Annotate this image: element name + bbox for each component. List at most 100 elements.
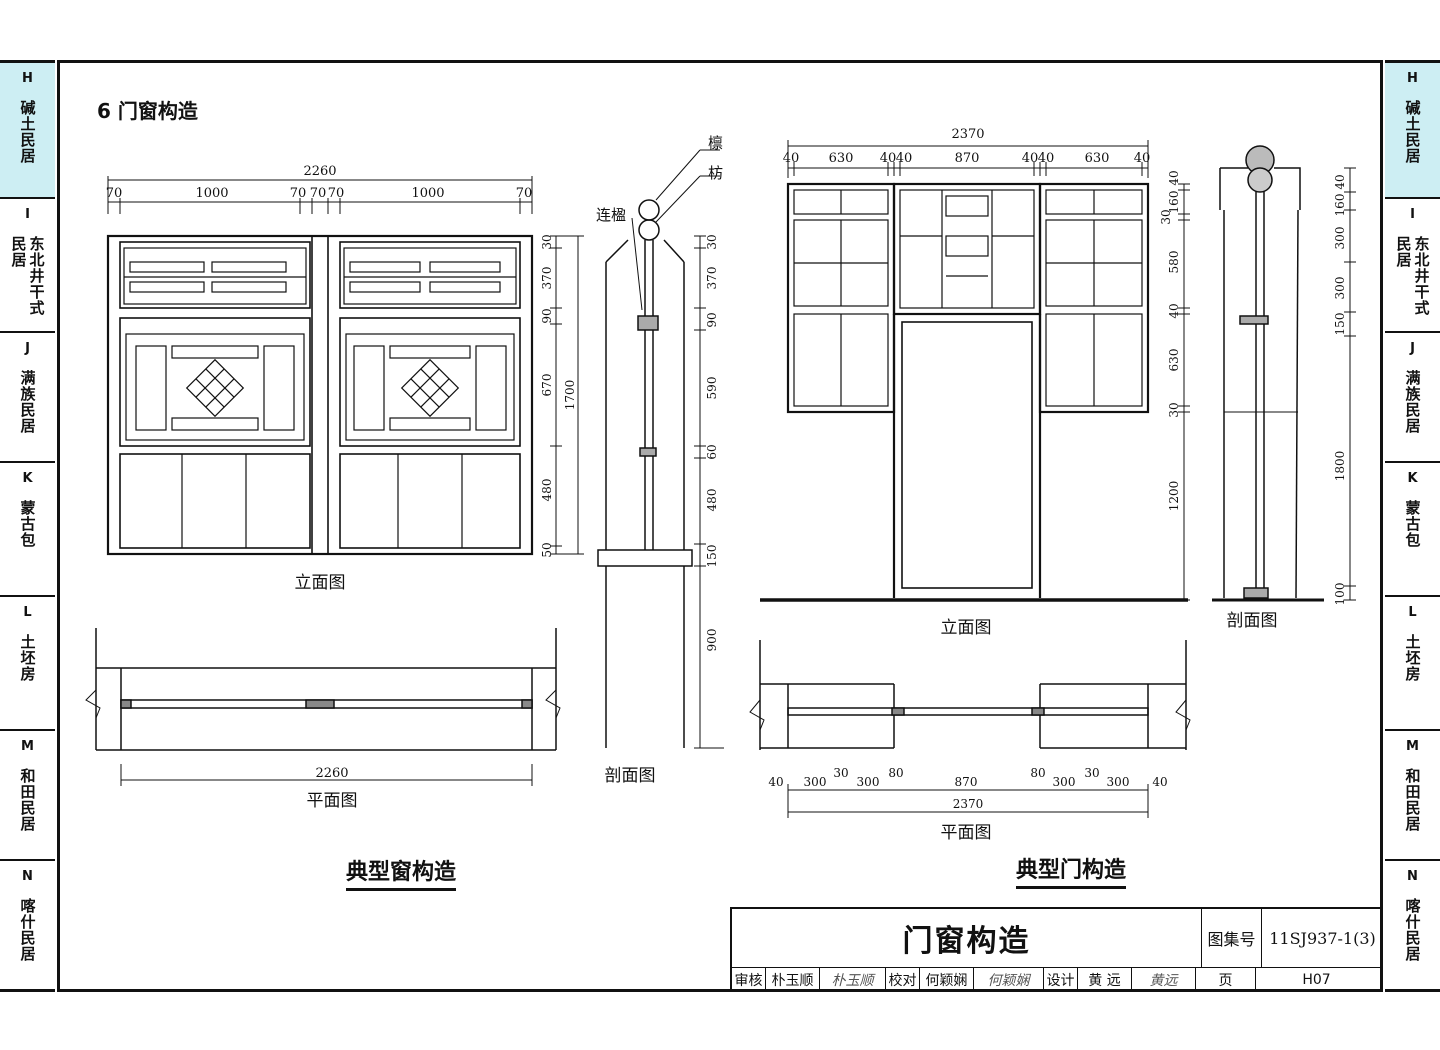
tab-code: H [22,71,33,86]
designer-signature: 黄远 [1132,967,1196,992]
dim-text: 40 [1167,170,1181,185]
dim-text: 70 [328,186,345,201]
dim-text: 40 [783,151,800,166]
dim-text: 40 [1134,151,1151,166]
atlas-label: 图集号 [1202,909,1262,967]
window-total-width: 2260 [303,164,336,179]
window-dim-text: 2260 70 1000 70 70 70 1000 70 30 370 90 … [106,164,577,558]
dim-text: 30 [540,234,554,249]
dim-text: 300 [804,775,827,789]
window-dimensions [107,176,584,555]
door-total-width: 2370 [951,127,984,142]
tab-code: M [1406,739,1419,754]
dim-text: 870 [955,151,980,166]
dim-text: 90 [540,308,554,323]
tab-label: 东北井干式民居 [1394,236,1431,316]
window-elevation [106,234,534,556]
dim-text: 40 [1022,151,1039,166]
tab-code: L [1408,605,1417,620]
dim-text: 300 [1107,775,1130,789]
dim-text: 1200 [1167,481,1181,512]
dim-text: 1000 [195,186,228,201]
category-tab[interactable]: J 满族民居 [0,333,55,463]
tab-code: N [22,869,33,884]
dim-text: 160 [1167,191,1181,214]
tab-label: 土坯房 [18,634,37,682]
dim-text: 70 [516,186,533,201]
page-number: H07 [1302,971,1331,988]
dim-text: 30 [1084,766,1099,780]
design-label: 设计 [1044,967,1078,992]
dim-text: 630 [829,151,854,166]
window-lattice [123,247,517,548]
dim-text: 40 [768,775,783,789]
dim-text: 160 [1333,194,1347,217]
door-plan [749,640,1191,818]
dim-text: 630 [1167,349,1181,372]
door-section-label: 剖面图 [1227,611,1278,630]
dim-text: 70 [310,186,327,201]
dim-text: 630 [1085,151,1110,166]
tab-label: 满族民居 [18,370,37,434]
dim-text: 40 [1152,775,1167,789]
dim-text: 50 [540,542,554,557]
dim-text: 30 [833,766,848,780]
dim-text: 870 [955,775,978,789]
dim-text: 30 [705,234,719,249]
tab-code: I [25,207,30,222]
reviewer-signature: 朴玉顺 [820,967,886,992]
dim-text: 150 [1333,313,1347,336]
checker-signature: 何颖娴 [974,967,1044,992]
checker-name: 何颖娴 [920,967,974,992]
tab-label: 东北井干式民居 [9,236,46,316]
dim-text: 670 [540,374,554,397]
dim-text: 80 [888,766,903,780]
dim-text: 1000 [411,186,444,201]
purlin-label: 檩 [708,134,723,152]
page-label: 页 [1196,967,1256,992]
tab-label: 碱土民居 [1403,100,1422,164]
designer-name: 黄 远 [1078,967,1132,992]
category-tab[interactable]: M 和田民居 [1385,731,1440,861]
dim-text: 480 [540,479,554,502]
tab-label: 和田民居 [18,768,37,832]
door-plan-label: 平面图 [941,823,992,842]
check-label: 校对 [886,967,920,992]
title-block: 门窗构造 图集号 11SJ937-1(3) 审核 朴玉顺 朴玉顺 校对 何颖娴 … [730,907,1383,992]
dim-text: 1700 [563,380,577,411]
door-elevation [760,182,1188,602]
dim-text: 370 [540,267,554,290]
tab-label: 土坯房 [1403,634,1422,682]
dim-text: 30 [1167,402,1181,417]
beam-label: 枋 [708,164,723,182]
dim-text: 100 [1333,583,1347,606]
dim-text: 40 [896,151,913,166]
category-tab[interactable]: N 喀什民居 [1385,861,1440,995]
tab-code: N [1407,869,1418,884]
tab-label: 蒙古包 [1403,500,1422,548]
category-tab[interactable]: I 东北井干式民居 [0,199,55,333]
tab-code: J [25,341,30,356]
door-elevation-label: 立面图 [941,618,992,637]
dim-text: 40 [1167,303,1181,318]
door-lattice [793,189,1143,407]
window-section-label: 剖面图 [605,766,656,785]
category-tab[interactable]: L 土坯房 [1385,597,1440,731]
window-plan-width: 2260 [315,766,348,781]
window-plan-label: 平面图 [307,791,358,810]
door-plan-total: 2370 [953,797,984,811]
lintel-label: 连楹 [596,206,626,224]
dim-text: 900 [705,629,719,652]
tab-label: 和田民居 [1403,768,1422,832]
tab-label: 喀什民居 [1403,898,1422,962]
